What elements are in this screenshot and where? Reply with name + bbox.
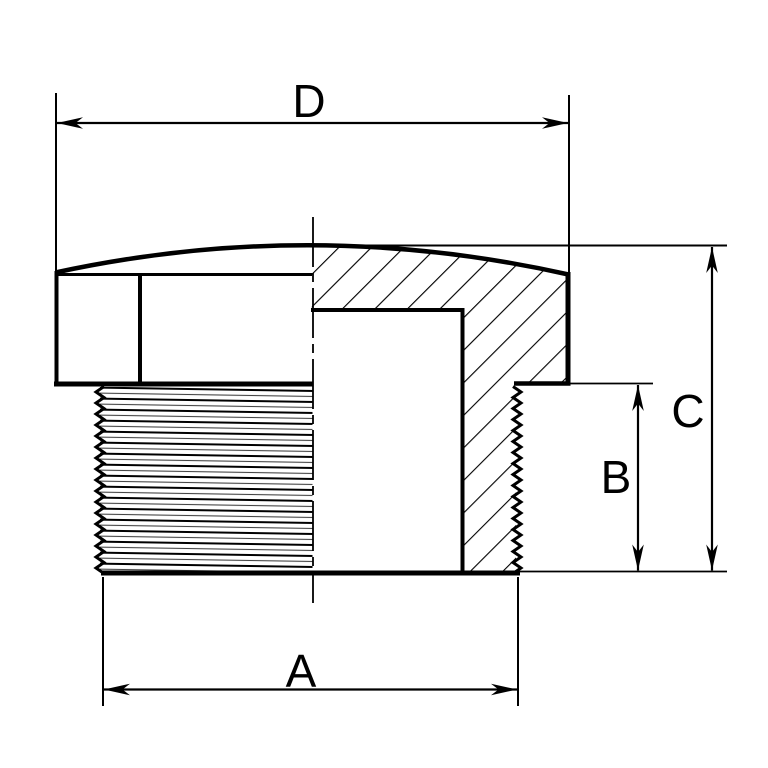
dim-a-label: A bbox=[286, 645, 317, 697]
dim-b-label: B bbox=[601, 451, 632, 503]
thread-zigzag-left bbox=[93, 385, 107, 575]
hatch-section-fill bbox=[311, 246, 568, 573]
thread-zigzag-right bbox=[510, 385, 524, 575]
dim-c-label: C bbox=[671, 385, 704, 437]
dim-d-label: D bbox=[292, 75, 325, 127]
thread-lines-fill bbox=[100, 387, 313, 571]
